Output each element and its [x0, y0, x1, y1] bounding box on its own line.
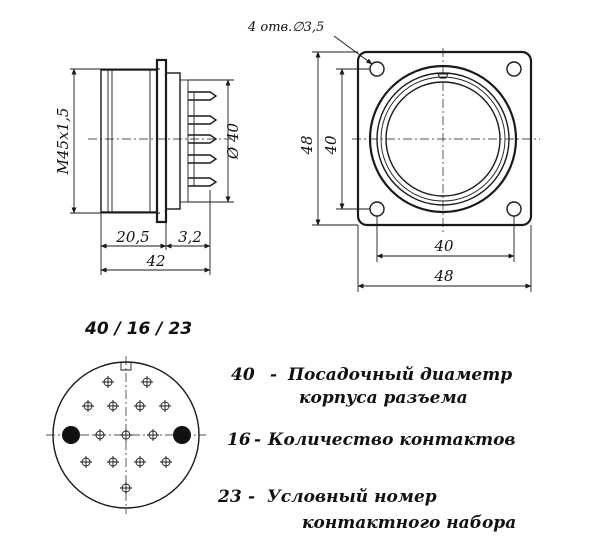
- total-dim-label: 42: [145, 252, 165, 270]
- contact: [82, 400, 94, 412]
- contacts-group: [80, 376, 172, 494]
- key-notch: [437, 73, 449, 79]
- legend-line2-text: Количество контактов: [267, 430, 516, 450]
- rear-insert: [165, 72, 181, 210]
- solder-pins: [188, 91, 218, 187]
- mount-hole-tl: [369, 61, 385, 77]
- contact: [134, 400, 146, 412]
- pin-2: [188, 115, 218, 125]
- inner-width-label: 40: [433, 237, 454, 255]
- legend-line1-continuation: корпуса разъема: [299, 388, 468, 408]
- legend-line3-continuation: контактного набора: [302, 513, 516, 533]
- pin-4: [188, 154, 218, 164]
- inner-height-label: 40: [322, 135, 340, 156]
- legend-line1-text: Посадочный диаметр: [287, 365, 512, 385]
- layout-code: 40 / 16 / 23: [84, 319, 192, 339]
- contact: [160, 456, 172, 468]
- side-view: M45x1,5 Ø 40 20,5 3,2 42: [54, 58, 242, 275]
- outer-height-label: 48: [298, 135, 316, 155]
- diameter-label: Ø 40: [224, 122, 242, 160]
- contact: [94, 429, 106, 441]
- thread-label: M45x1,5: [54, 108, 72, 176]
- contact: [159, 400, 171, 412]
- flange-square: [356, 50, 533, 227]
- outer-ring: [368, 64, 518, 214]
- guide-pin-left: [62, 426, 80, 444]
- pin-3: [188, 134, 218, 144]
- legend-line3-dash: -: [248, 487, 255, 507]
- contact: [107, 456, 119, 468]
- contact: [147, 429, 159, 441]
- inner-ring: [385, 81, 501, 197]
- mount-hole-tr: [506, 61, 522, 77]
- contact: [141, 376, 153, 388]
- pin-5: [188, 177, 218, 187]
- legend-line1-number: 40: [231, 365, 255, 385]
- flange: [155, 58, 168, 224]
- body-dim-label: 20,5: [115, 228, 149, 246]
- contact: [80, 456, 92, 468]
- mount-hole-bl: [369, 201, 385, 217]
- holes-leader: [333, 35, 373, 65]
- legend: 40 - Посадочный диаметр корпуса разъема …: [217, 365, 516, 533]
- contact: [120, 429, 132, 441]
- contact-layout: 40 / 16 / 23: [46, 319, 206, 514]
- legend-line3-number: 23: [217, 487, 242, 507]
- legend-line1-dash: -: [270, 365, 277, 385]
- flange-dim-label: 3,2: [178, 228, 202, 246]
- legend-line2-dash: -: [254, 430, 261, 450]
- contact: [120, 482, 132, 494]
- guide-pin-right: [173, 426, 191, 444]
- holes-label: 4 отв.∅3,5: [247, 20, 324, 35]
- outer-width-label: 48: [433, 267, 453, 285]
- ring-3: [380, 76, 506, 202]
- contact: [107, 400, 119, 412]
- contact: [134, 456, 146, 468]
- mount-hole-br: [506, 201, 522, 217]
- ring-2: [376, 72, 510, 206]
- threaded-body: [100, 69, 158, 213]
- legend-line2-number: 16: [227, 430, 251, 450]
- pin-1: [188, 91, 218, 101]
- front-view: 4 отв.∅3,5 48 40 40 48: [247, 20, 540, 292]
- contact: [102, 376, 114, 388]
- legend-line3-text: Условный номер: [267, 487, 437, 507]
